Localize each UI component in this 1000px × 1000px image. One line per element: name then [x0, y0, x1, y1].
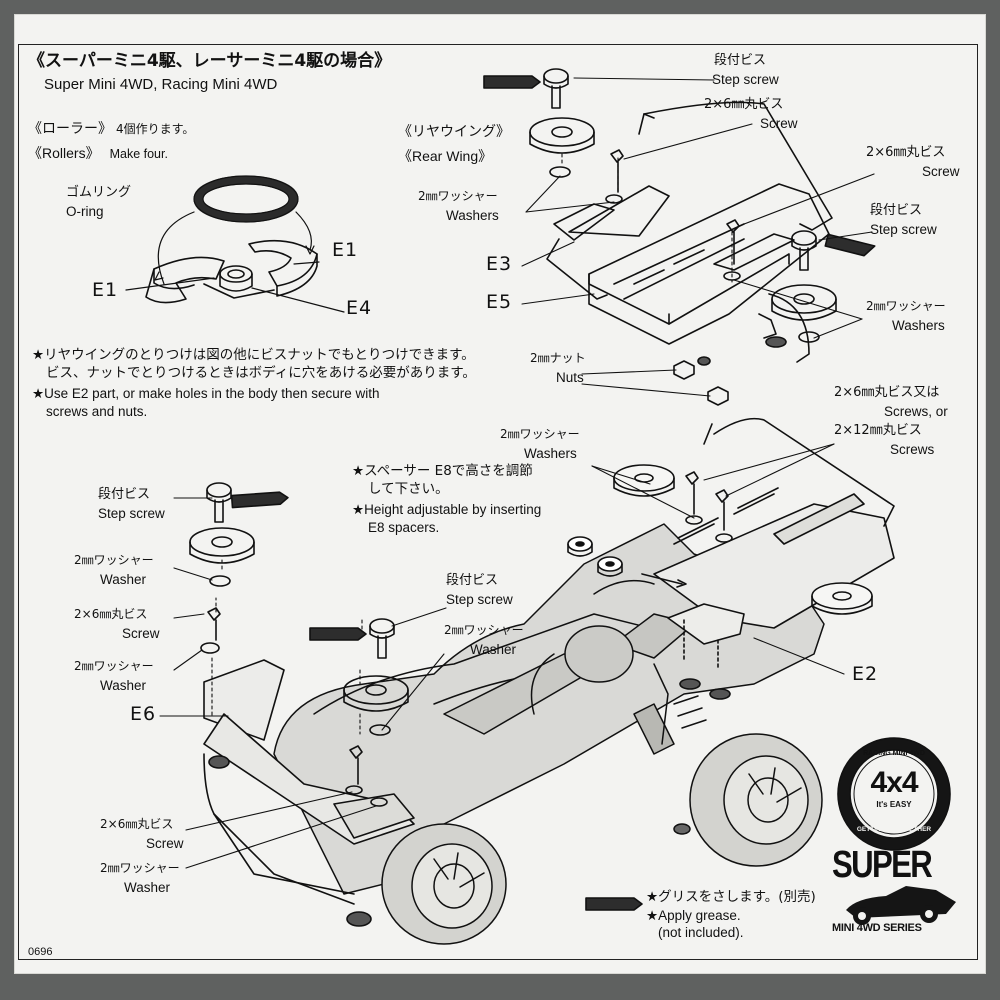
screws-or-en: Screws, or	[884, 404, 948, 419]
rw-washers-right-en: Washers	[892, 318, 945, 333]
rw-screw2-jp: 2×6㎜丸ビス	[866, 145, 946, 160]
super-car-silhouette	[846, 886, 956, 925]
rw-washers-right-jp: 2㎜ワッシャー	[866, 299, 946, 313]
rw-step-screw2-jp: 段付ビス	[870, 203, 923, 218]
rw-step-screw-en: Step screw	[712, 72, 779, 87]
note-wing-jp-1: ★リヤウイングのとりつけは図の他にビスナットでもとりつけできます。	[32, 347, 475, 363]
part-e4: E4	[346, 297, 373, 319]
oring-label-en: O-ring	[66, 204, 104, 219]
badge-ring-bottom: GETTING IT TOGETHER	[856, 826, 932, 833]
rw-washers-left-jp: 2㎜ワッシャー	[418, 189, 498, 203]
part-e5: E5	[486, 291, 513, 313]
front-left-wheel	[381, 823, 507, 945]
rw-washers-left-en: Washers	[446, 208, 499, 223]
rear-wing-hardware	[483, 68, 876, 406]
rear-wing-heading-en: 《Rear Wing》	[398, 148, 493, 164]
spacer-note-jp-1: ★スペーサー E8で高さを調節	[352, 463, 533, 479]
washer1-en: Washer	[100, 572, 147, 587]
washer2-jp: 2㎜ワッシャー	[74, 659, 154, 673]
screws-or-jp: 2×6㎜丸ビス又は	[834, 385, 940, 400]
roller-leaders	[125, 211, 345, 313]
washers-top-en: Washers	[524, 446, 577, 461]
badge-ring-top: RACING MINI 4WD	[863, 750, 925, 757]
grease-note-en-2: (not included).	[658, 925, 744, 940]
title-jp: 《スーパーミニ4駆、レーサーミニ4駆の場合》	[28, 51, 392, 71]
rollers-heading-en: 《Rollers》Make four.	[28, 145, 168, 161]
page-number: 0696	[28, 946, 53, 958]
step-screw-mid-jp: 段付ビス	[446, 573, 499, 588]
screw-bottom-jp: 2×6㎜丸ビス	[100, 817, 174, 831]
rw-nuts-en: Nuts	[556, 370, 584, 385]
washer-mid-en: Washer	[470, 642, 517, 657]
grease-note-en-1: ★Apply grease.	[646, 908, 741, 923]
rw-screw1-jp: 2×6㎜丸ビス	[704, 97, 784, 112]
instruction-sheet: 《スーパーミニ4駆、レーサーミニ4駆の場合》 Super Mini 4WD, R…	[14, 14, 986, 974]
super-logo-word: SUPER	[832, 844, 933, 886]
part-e1-left: E1	[92, 279, 119, 301]
rear-wing-lower	[567, 417, 895, 700]
washer-mid-jp: 2㎜ワッシャー	[444, 623, 524, 637]
rollers-heading-jp: 《ローラー》4個作ります。	[28, 121, 195, 137]
note-wing-en-2: screws and nuts.	[46, 404, 148, 419]
washer-bottom-en: Washer	[124, 880, 171, 895]
note-wing-jp-2: ビス、ナットでとりつけるときはボディに穴をあける必要があります。	[46, 365, 476, 381]
rear-wing-leaders	[521, 77, 875, 397]
screws12-en: Screws	[890, 442, 935, 457]
rear-wing-heading-jp: 《リヤウイング》	[398, 124, 510, 140]
rw-step-screw2-en: Step screw	[870, 222, 937, 237]
badge-4x4	[837, 737, 951, 851]
step-screw-left-en: Step screw	[98, 506, 165, 521]
rw-step-screw-jp: 段付ビス	[714, 53, 767, 68]
rw-screw1-en: Screw	[760, 116, 798, 131]
bumper-hardware	[189, 482, 643, 911]
step-screw-left-jp: 段付ビス	[98, 487, 151, 502]
part-e6: E6	[130, 703, 157, 725]
oring-illustration	[193, 175, 299, 223]
washers-top-jp: 2㎜ワッシャー	[500, 427, 580, 441]
front-bumper	[203, 659, 415, 927]
wing-lower-leaders	[591, 443, 845, 675]
rear-left-wheel	[530, 625, 634, 715]
rw-nuts-jp: 2㎜ナット	[530, 351, 586, 365]
roller-parts	[145, 239, 318, 304]
spacer-note-jp-2: して下さい。	[368, 481, 449, 497]
screw-bottom-en: Screw	[146, 836, 184, 851]
bumper-leaders	[159, 497, 447, 869]
part-e3: E3	[486, 253, 513, 275]
washer1-jp: 2㎜ワッシャー	[74, 553, 154, 567]
page-border	[18, 44, 978, 960]
grease-note-jp: ★グリスをさします。(別売)	[646, 889, 816, 905]
step-screw-mid-en: Step screw	[446, 592, 513, 607]
part-e2: E2	[852, 663, 879, 685]
title-en: Super Mini 4WD, Racing Mini 4WD	[44, 76, 278, 93]
super-logo-series: MINI 4WD SERIES	[832, 922, 922, 934]
screws12-jp: 2×12㎜丸ビス	[834, 423, 922, 438]
badge-easy: It's EASY	[876, 800, 912, 809]
washer-bottom-jp: 2㎜ワッシャー	[100, 861, 180, 875]
assembly-diagram	[125, 68, 956, 945]
washer2-en: Washer	[100, 678, 147, 693]
oring-label-jp: ゴムリング	[66, 185, 132, 200]
rear-wing-upper	[546, 101, 833, 366]
screw-left-en: Screw	[122, 626, 160, 641]
part-e1-right: E1	[332, 239, 359, 261]
badge-main: 4x4	[870, 766, 918, 799]
screw-left-jp: 2×6㎜丸ビス	[74, 607, 148, 621]
spacer-note-en-2: E8 spacers.	[368, 520, 440, 535]
note-wing-en-1: ★Use E2 part, or make holes in the body …	[32, 386, 380, 401]
rear-right-wheel	[689, 733, 823, 867]
spacer-note-en-1: ★Height adjustable by inserting	[352, 502, 542, 517]
rw-screw2-en: Screw	[922, 164, 960, 179]
